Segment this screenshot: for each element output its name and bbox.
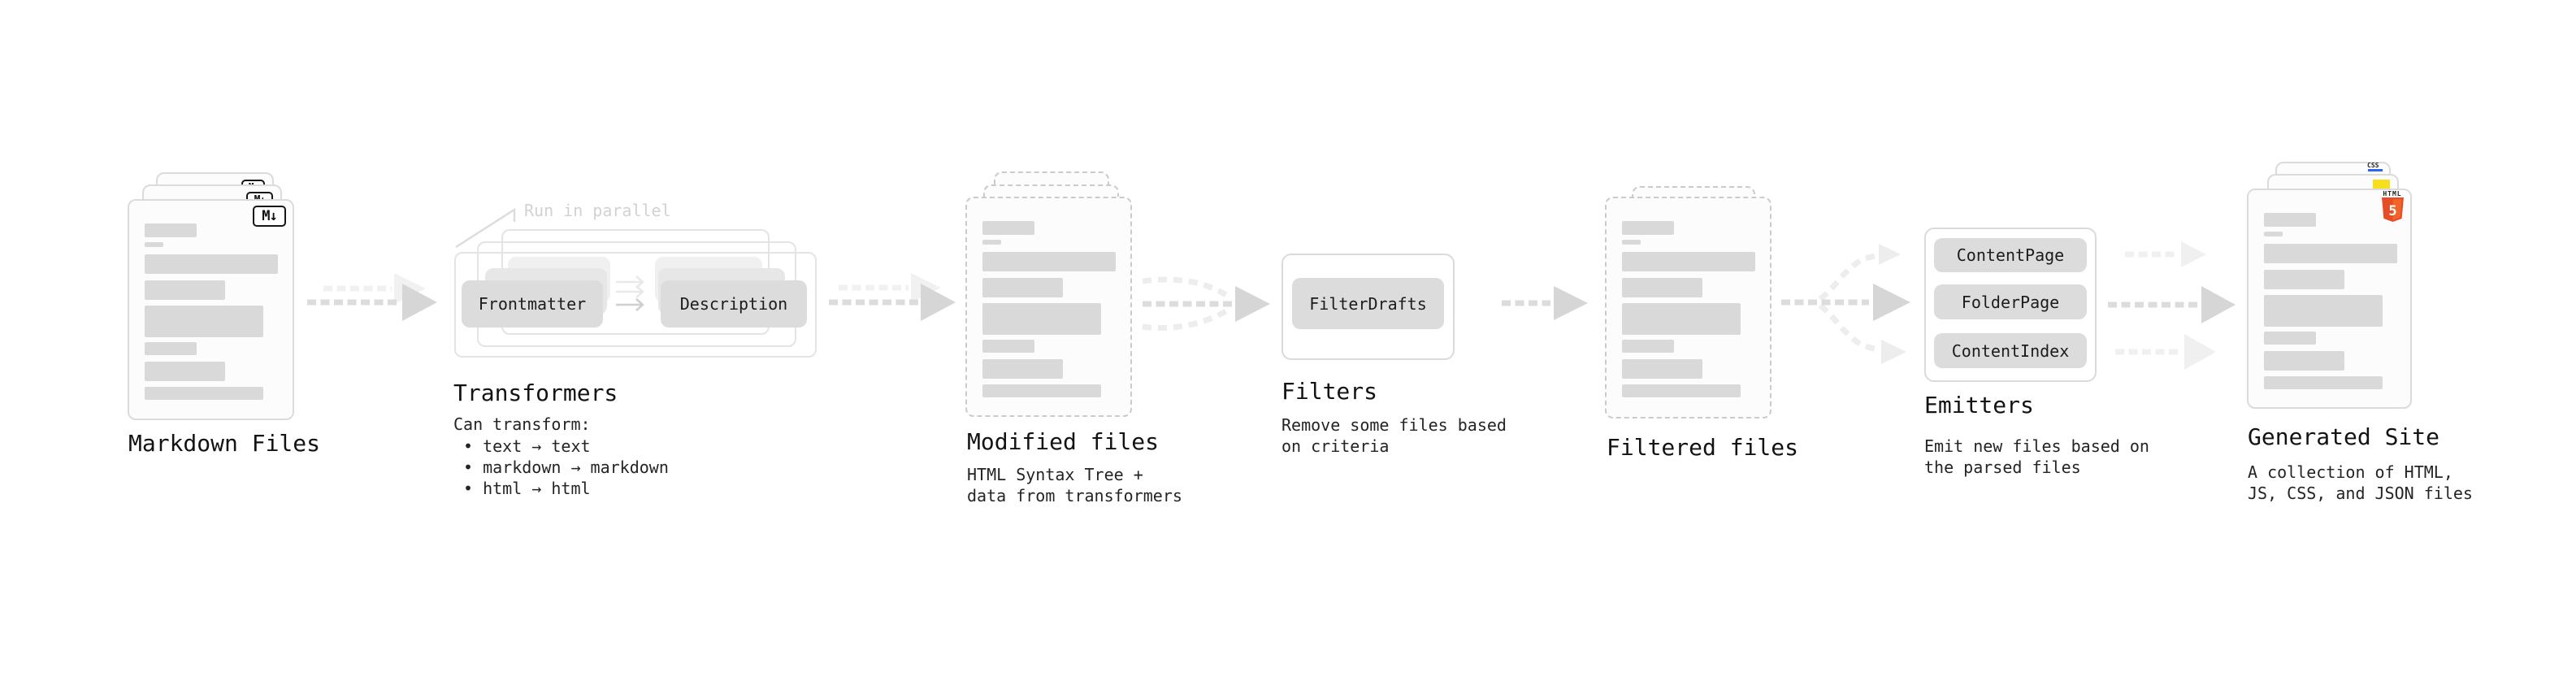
run-in-parallel-note: Run in parallel [524,201,671,220]
transformer-mini-arrows [616,275,644,311]
generated-desc-line1: A collection of HTML, [2248,462,2453,482]
placeholder-bar [982,340,1034,353]
modified-desc-line1: HTML Syntax Tree + [967,465,1143,484]
css-icon-underline [2368,169,2383,171]
arrow-modified-to-filters [1142,276,1270,331]
emitters-desc-line2: the parsed files [1924,458,2081,477]
css-icon: CSS [2367,162,2379,169]
placeholder-bar [1622,278,1702,297]
js-icon [2373,180,2390,189]
folderpage-pill: FolderPage [1934,284,2087,319]
description-pill: Description [661,280,807,327]
stage-label-markdown-files: Markdown Files [128,430,321,457]
stage-label-filtered-files: Filtered files [1607,434,1799,461]
placeholder-bar [982,240,1001,245]
placeholder-bar [2264,232,2283,236]
transformers-desc-title: Can transform: [453,414,591,434]
placeholder-bar [145,362,225,381]
modified-file-card-front [965,197,1132,417]
doc-content-placeholder [2249,190,2410,407]
arrow-emitters-to-generated [2108,241,2236,370]
markdown-icon: M↓ [253,206,286,227]
emitters-desc-line1: Emit new files based on [1924,436,2149,456]
modified-desc-line2: data from transformers [967,486,1182,505]
contentpage-pill: ContentPage [1934,238,2087,272]
arrow-markdown-to-transformers [307,273,437,321]
generated-site-card-front [2247,189,2412,409]
stage-label-modified-files: Modified files [967,428,1160,455]
css-icon-text: CSS [2367,162,2379,169]
placeholder-bar [1622,252,1755,271]
filters-desc-line1: Remove some files based [1281,415,1507,435]
stage-label-transformers: Transformers [453,380,618,406]
stage-label-filters: Filters [1281,378,1378,405]
doc-content-placeholder [1607,198,1770,417]
run-in-parallel-callout-line [455,207,516,249]
placeholder-bar [145,280,225,300]
doc-content-placeholder [967,198,1130,415]
placeholder-bar [2264,351,2344,371]
placeholder-bar [982,303,1101,335]
arrow-filtered-to-emitters [1781,244,1910,364]
contentindex-pill-label: ContentIndex [1951,340,2070,361]
filterdrafts-pill: FilterDrafts [1292,278,1444,329]
placeholder-bar [982,252,1116,271]
placeholder-bar [982,359,1063,379]
filtered-file-card-front [1605,197,1772,419]
description-pill-label: Description [679,294,788,314]
stage-label-generated-site: Generated Site [2248,423,2440,450]
placeholder-bar [2264,376,2383,389]
transformers-bullet: • markdown → markdown [463,458,669,477]
placeholder-bar [982,384,1101,397]
placeholder-bar [145,242,163,247]
placeholder-bar [982,221,1034,235]
frontmatter-pill: Frontmatter [462,280,603,327]
placeholder-bar [145,223,197,237]
placeholder-bar [982,278,1063,297]
html5-shield: 5 [2381,197,2404,222]
placeholder-bar [1622,340,1674,353]
contentpage-pill-label: ContentPage [1956,245,2065,265]
placeholder-bar [1622,240,1641,245]
markdown-file-card-front [128,199,294,420]
arrow-transformers-to-modified [829,273,956,321]
placeholder-bar [2264,244,2397,263]
placeholder-bar [145,342,197,355]
filterdrafts-pill-label: FilterDrafts [1309,293,1427,314]
arrow-filters-to-filtered [1502,286,1588,320]
filters-desc-line2: on criteria [1281,436,1390,456]
transformers-bullet: • html → html [463,479,591,498]
placeholder-bar [1622,303,1741,335]
markdown-icon-text: M↓ [262,208,278,224]
placeholder-bar [2264,295,2383,327]
doc-content-placeholder [129,201,293,419]
placeholder-bar [145,387,263,400]
generated-desc-line2: JS, CSS, and JSON files [2248,484,2473,503]
placeholder-bar [1622,359,1702,379]
placeholder-bar [1622,221,1674,235]
placeholder-bar [1622,384,1741,397]
stage-label-emitters: Emitters [1924,392,2034,419]
contentindex-pill: ContentIndex [1934,333,2087,368]
transformer-layer-front [454,252,817,358]
placeholder-bar [2264,213,2316,227]
placeholder-bar [2264,270,2344,289]
placeholder-bar [145,306,263,337]
placeholder-bar [145,254,278,274]
html5-icon: HTML 5 [2379,190,2405,225]
html5-icon-text: HTML [2383,190,2402,197]
transformers-bullet: • text → text [463,436,591,456]
folderpage-pill-label: FolderPage [1961,292,2060,312]
html5-number: 5 [2388,203,2396,219]
frontmatter-pill-label: Frontmatter [478,294,587,314]
placeholder-bar [2264,332,2316,345]
